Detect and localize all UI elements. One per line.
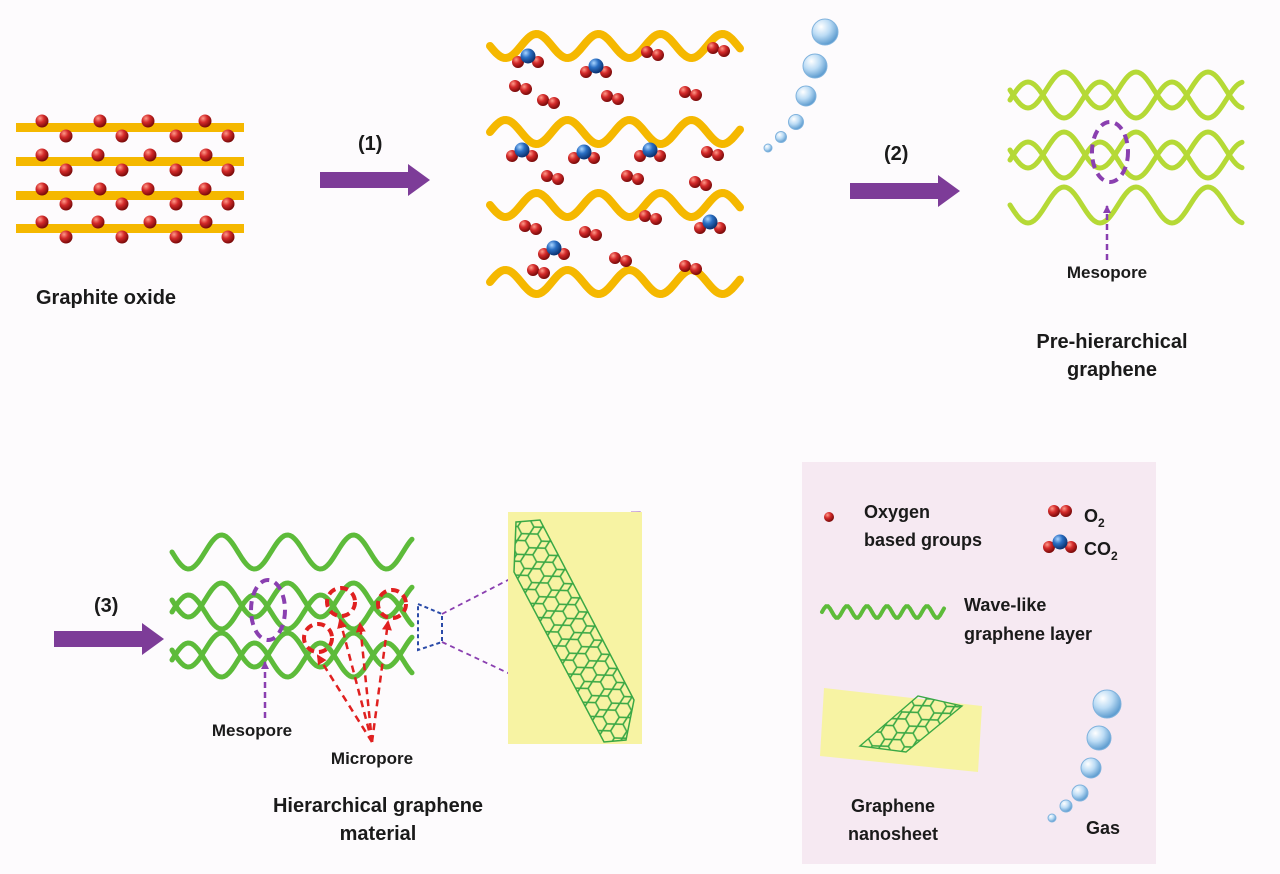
step2-label: (2) — [884, 143, 908, 165]
legend-wave-line2: graphene layer — [964, 624, 1092, 644]
step1-arrow — [320, 164, 430, 196]
legend-oxygen-line1: Oxygen — [864, 502, 930, 522]
legend-oxygen-line2: based groups — [864, 530, 982, 550]
gas-bubbles-legend-icon — [1047, 689, 1122, 823]
step3-arrow — [54, 623, 164, 655]
micropore-markers — [302, 586, 408, 654]
mesopore-top-label: Mesopore — [1067, 263, 1147, 282]
hierarchical-label-line1: Hierarchical graphene — [273, 795, 483, 817]
step3-label: (3) — [94, 595, 118, 617]
mesopore-bottom-label: Mesopore — [212, 721, 292, 740]
pre-hierarchical-label-line2: graphene — [1067, 359, 1157, 381]
legend-gas-label: Gas — [1086, 818, 1120, 838]
oxygen-group-icon — [824, 512, 834, 522]
mesopore-marker-icon — [249, 578, 287, 642]
micropore-circle-icon — [325, 586, 357, 618]
zoom-region-box — [417, 602, 443, 652]
legend-background — [802, 462, 1156, 864]
micropore-circle-icon — [376, 588, 408, 620]
micropore-circle-icon — [302, 622, 334, 654]
graphene-nanosheet-icon — [820, 688, 982, 772]
legend-co2-label: CO2 — [1084, 539, 1118, 563]
legend-nanosheet-line2: nanosheet — [848, 824, 938, 844]
step1-label: (1) — [358, 133, 382, 155]
legend-panel: Oxygen based groups O2 CO2 Wave-like gra… — [802, 462, 1156, 864]
o2-molecule-icon — [1048, 505, 1072, 517]
gas-bubbles-icon — [763, 18, 839, 153]
legend-o2-label: O2 — [1084, 506, 1105, 530]
micropore-label: Micropore — [331, 749, 413, 768]
exfoliation-illustration — [486, 29, 744, 299]
mesopore-marker-icon — [1090, 120, 1130, 184]
legend-wave-line1: Wave-like — [964, 595, 1046, 615]
hierarchical-graphene-illustration — [169, 532, 415, 680]
micropore-pointer-arrows — [316, 618, 392, 743]
hierarchical-label-line2: material — [340, 823, 417, 845]
graphite-oxide-illustration — [16, 114, 244, 244]
graphene-zoom-panel — [508, 512, 642, 744]
pre-hierarchical-graphene-illustration — [1007, 69, 1245, 226]
graphite-oxide-label: Graphite oxide — [36, 287, 176, 309]
pre-hierarchical-label-line1: Pre-hierarchical — [1036, 331, 1187, 353]
step2-arrow — [850, 175, 960, 207]
legend-nanosheet-line1: Graphene — [851, 796, 935, 816]
wave-graphene-layer-icon — [820, 604, 946, 620]
co2-molecule-icon — [1043, 534, 1077, 553]
